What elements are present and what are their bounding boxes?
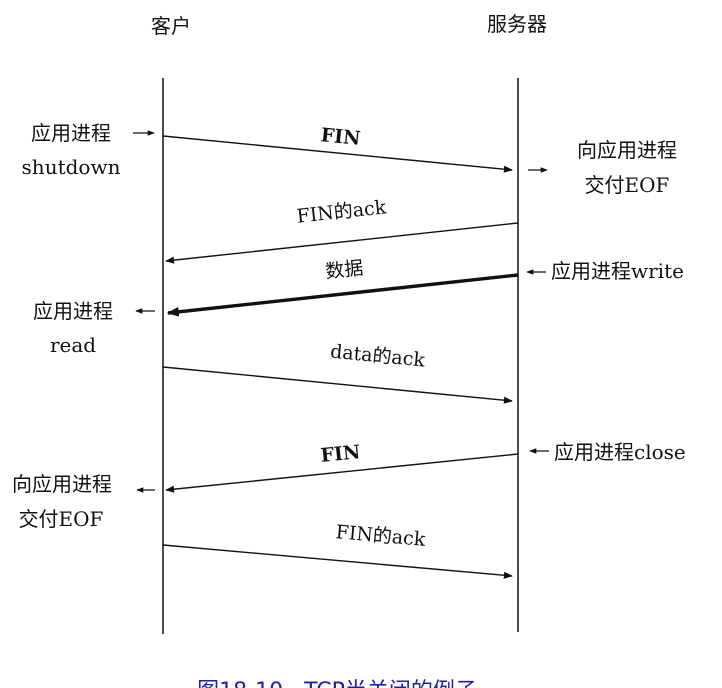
fin-ack-client-arrow [162, 544, 513, 579]
fin-client-arrow [162, 135, 513, 173]
client-read-note-line1: 应用进程 [33, 299, 113, 323]
client-column-title: 客户 [151, 14, 191, 38]
client-eof-note-line1: 向应用进程 [12, 472, 112, 496]
server-eof-note-line2: 交付EOF [585, 173, 670, 197]
server-column-title: 服务器 [487, 12, 547, 36]
fin-ack-server-label: FIN的ack [296, 196, 388, 227]
client-shutdown-note-line1: 应用进程 [31, 121, 111, 145]
data-label: 数据 [324, 257, 364, 283]
data-arrow [166, 273, 519, 317]
data-ack-label: data的ack [329, 341, 426, 372]
fin-server-label: FIN [320, 441, 362, 467]
fin-client-label: FIN [320, 124, 362, 150]
client-eof-note-line2: 交付EOF [19, 507, 104, 531]
client-read-note-line2: read [50, 333, 96, 357]
server-eof-note-line1: 向应用进程 [577, 138, 677, 162]
fin-ack-client-label: FIN的ack [335, 521, 427, 551]
server-write-note: 应用进程write [551, 259, 684, 283]
fin-server-arrow [165, 453, 519, 493]
figure-caption: 图18-10 TCP半关闭的例子 [197, 679, 477, 688]
data-ack-arrow [162, 366, 513, 404]
fin-ack-server-arrow [165, 222, 519, 264]
server-close-note: 应用进程close [554, 440, 686, 464]
client-shutdown-note-line2: shutdown [22, 155, 121, 179]
